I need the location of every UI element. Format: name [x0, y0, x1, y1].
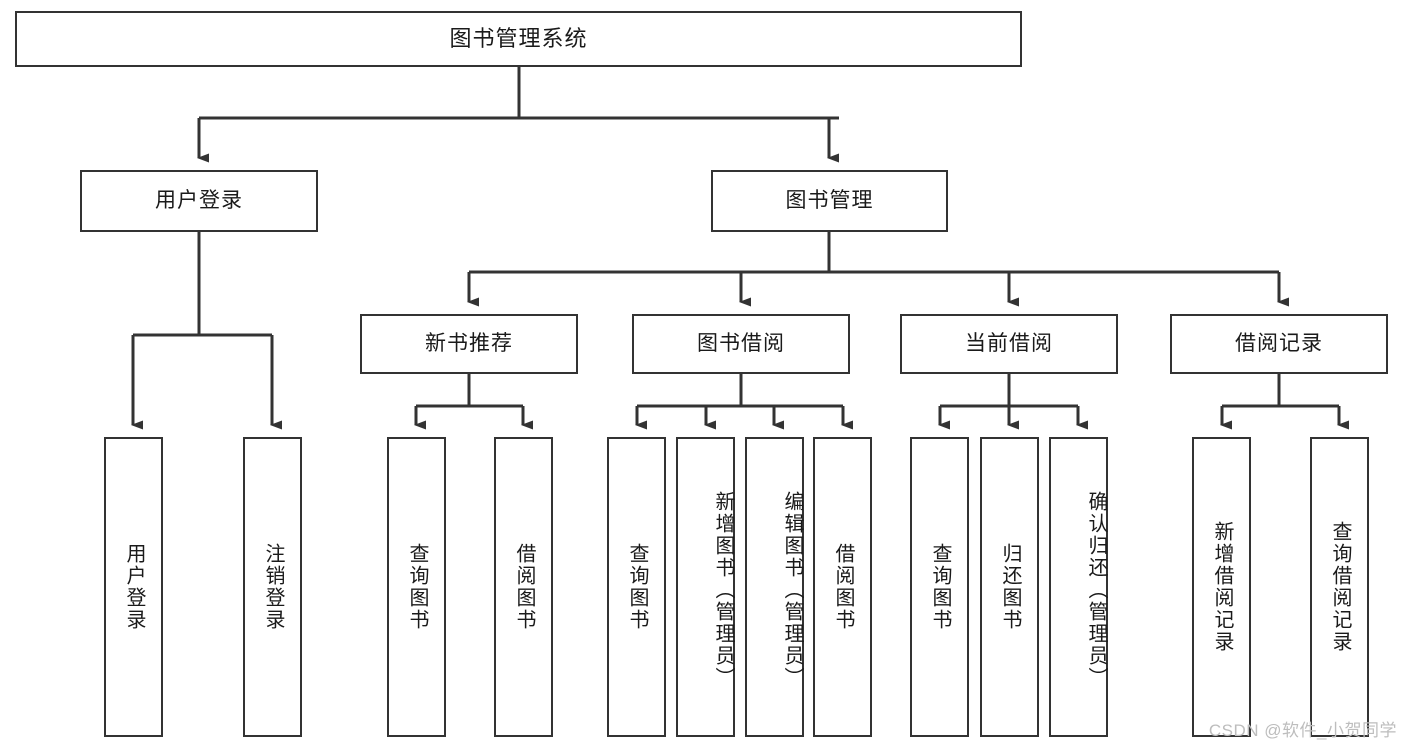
node-label: 编辑图书（管理员） [781, 491, 803, 689]
leaf-query-book-borrow[interactable]: 查询图书 [607, 437, 666, 737]
leaf-add-book-admin[interactable]: 新增图书（管理员） [676, 437, 735, 737]
node-current-borrow[interactable]: 当前借阅 [900, 314, 1118, 374]
leaf-query-borrow-record[interactable]: 查询借阅记录 [1310, 437, 1369, 737]
node-label: 查询图书 [626, 543, 648, 631]
node-label: 确认归还（管理员） [1085, 491, 1107, 689]
node-label: 图书管理 [785, 189, 874, 213]
leaf-query-book-current[interactable]: 查询图书 [910, 437, 969, 737]
node-label: 借阅图书 [513, 543, 535, 631]
node-label: 图书借阅 [697, 332, 785, 356]
node-label: 查询图书 [406, 543, 428, 631]
node-label: 用户登录 [123, 543, 145, 631]
leaf-return-book[interactable]: 归还图书 [980, 437, 1039, 737]
node-user-login[interactable]: 用户登录 [80, 170, 318, 232]
node-label: 新增图书（管理员） [712, 491, 734, 689]
node-label: 图书管理系统 [449, 25, 588, 51]
node-book-borrow[interactable]: 图书借阅 [632, 314, 850, 374]
node-label: 新增借阅记录 [1211, 521, 1233, 653]
leaf-edit-book-admin[interactable]: 编辑图书（管理员） [745, 437, 804, 737]
leaf-logout[interactable]: 注销登录 [243, 437, 302, 737]
leaf-borrow-book[interactable]: 借阅图书 [813, 437, 872, 737]
node-label: 注销登录 [262, 543, 284, 631]
leaf-borrow-book-recommend[interactable]: 借阅图书 [494, 437, 553, 737]
node-label: 用户登录 [155, 189, 243, 213]
node-label: 查询借阅记录 [1329, 521, 1351, 653]
node-new-book-recommend[interactable]: 新书推荐 [360, 314, 578, 374]
node-label: 查询图书 [929, 543, 951, 631]
leaf-query-book-recommend[interactable]: 查询图书 [387, 437, 446, 737]
node-label: 借阅记录 [1235, 332, 1323, 356]
leaf-confirm-return-admin[interactable]: 确认归还（管理员） [1049, 437, 1108, 737]
leaf-user-login[interactable]: 用户登录 [104, 437, 163, 737]
node-label: 归还图书 [999, 543, 1021, 631]
watermark: CSDN @软件_小贺同学 [1208, 721, 1397, 740]
node-label: 当前借阅 [965, 332, 1053, 356]
node-book-management[interactable]: 图书管理 [711, 170, 948, 232]
node-label: 新书推荐 [425, 332, 513, 356]
leaf-add-borrow-record[interactable]: 新增借阅记录 [1192, 437, 1251, 737]
node-root-system[interactable]: 图书管理系统 [15, 11, 1022, 67]
node-borrow-record[interactable]: 借阅记录 [1170, 314, 1388, 374]
node-label: 借阅图书 [832, 543, 854, 631]
